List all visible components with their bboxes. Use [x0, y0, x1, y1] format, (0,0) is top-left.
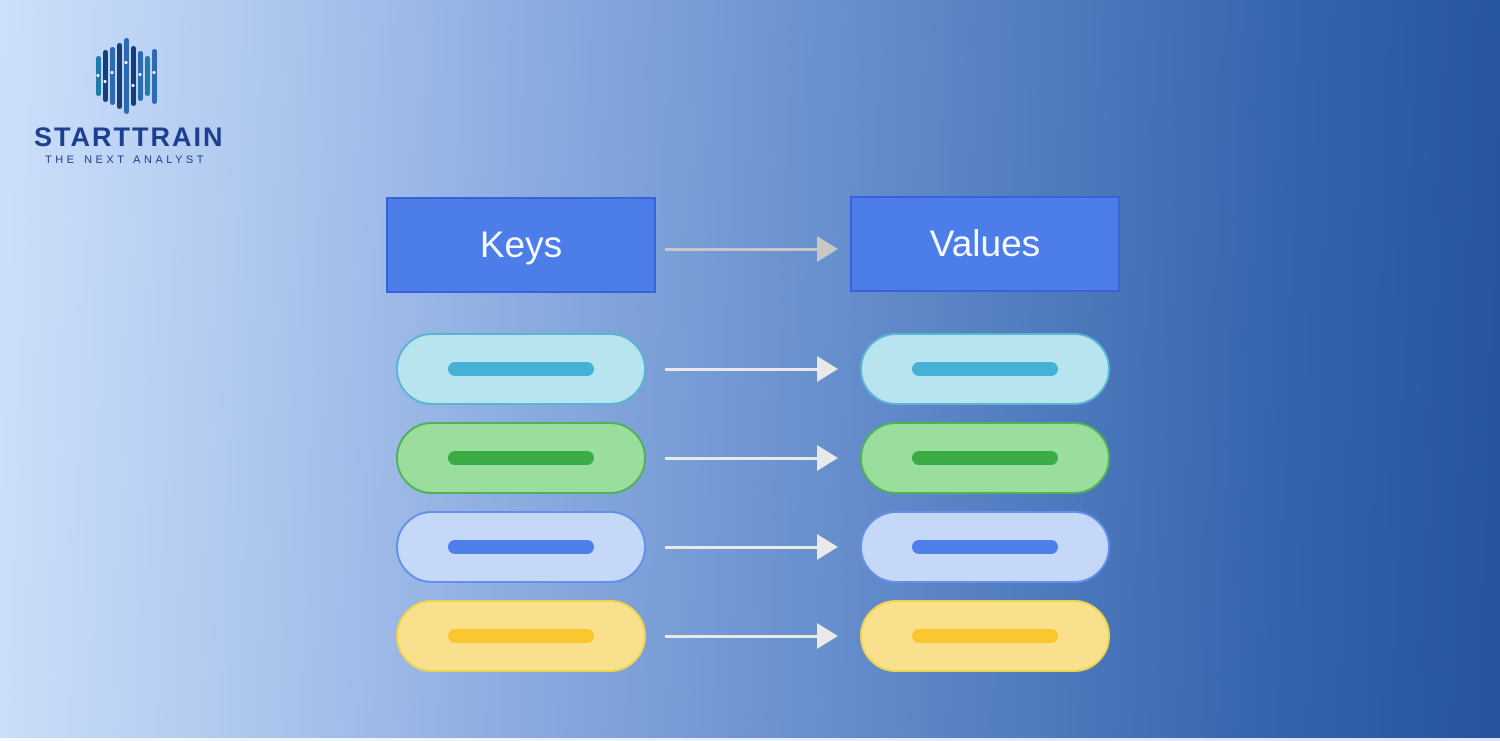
arrow-shaft [665, 456, 817, 460]
keys-header-box: Keys [386, 197, 656, 293]
bottom-divider [0, 738, 1500, 741]
key-placeholder-bar [448, 362, 594, 376]
logo-tagline: THE NEXT ANALYST [45, 154, 207, 166]
row-arrow [665, 356, 838, 382]
key-pill [396, 333, 646, 405]
logo-bar [116, 43, 122, 109]
waveform-equalizer-icon [34, 38, 218, 114]
logo-bar [102, 50, 108, 102]
value-placeholder-bar [912, 629, 1058, 643]
arrow-head-icon [817, 236, 838, 262]
value-pill [860, 600, 1110, 672]
logo-bar-dot [131, 84, 135, 87]
value-pill [860, 333, 1110, 405]
key-placeholder-bar [448, 451, 594, 465]
values-label: Values [929, 223, 1041, 264]
logo-bar-dot [96, 74, 100, 77]
value-pill [860, 511, 1110, 583]
arrow-head-icon [817, 356, 838, 382]
logo-bar-dot [152, 70, 156, 74]
yellow-pair-mapping-row [396, 600, 1110, 672]
logo-bar [144, 56, 150, 96]
key-placeholder-bar [448, 540, 594, 554]
value-pill [860, 422, 1110, 494]
arrow-head-icon [817, 445, 838, 471]
logo-bar [109, 47, 115, 105]
cyan-pair-mapping-row [396, 333, 1110, 405]
value-placeholder-bar [912, 362, 1058, 376]
arrow-shaft [665, 247, 817, 251]
logo-bar [151, 48, 157, 104]
logo-bar-dot [110, 71, 114, 74]
logo: STARTTRAIN THE NEXT ANALYST [34, 38, 225, 166]
logo-bar-dot [138, 73, 142, 76]
values-header-box: Values [850, 196, 1120, 292]
logo-bar-dot [124, 61, 128, 64]
logo-bar [123, 38, 129, 114]
logo-title: STARTTRAIN [34, 122, 225, 152]
blue-pair-mapping-row [396, 511, 1110, 583]
green-pair-mapping-row [396, 422, 1110, 494]
arrow-head-icon [817, 534, 838, 560]
key-pill [396, 511, 646, 583]
row-arrow [665, 534, 838, 560]
logo-bar [95, 56, 101, 96]
value-placeholder-bar [912, 451, 1058, 465]
arrow-shaft [665, 634, 817, 638]
row-arrow [665, 623, 838, 649]
logo-bar-dot [103, 80, 107, 83]
value-placeholder-bar [912, 540, 1058, 554]
arrow-shaft [665, 367, 817, 371]
logo-bar [137, 51, 143, 101]
arrow-head-icon [817, 623, 838, 649]
keys-label: Keys [479, 224, 563, 265]
key-placeholder-bar [448, 629, 594, 643]
arrow-shaft [665, 545, 817, 549]
keys-to-values-arrow [665, 236, 838, 262]
key-pill [396, 422, 646, 494]
row-arrow [665, 445, 838, 471]
logo-bar [130, 46, 136, 106]
key-pill [396, 600, 646, 672]
